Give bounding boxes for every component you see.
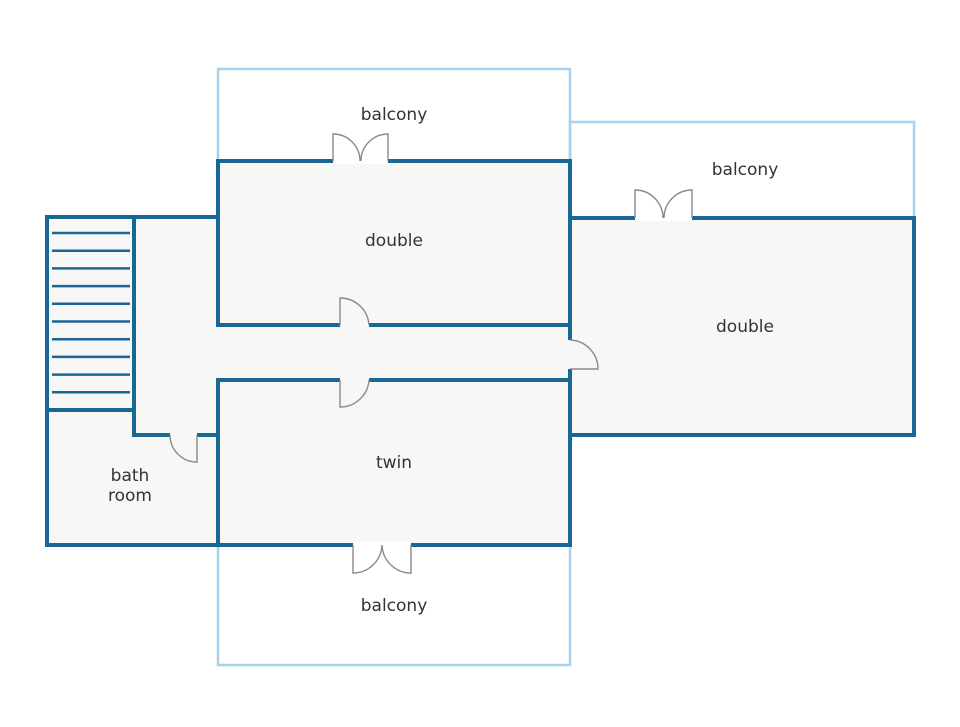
door-balcony-right[interactable]: [634, 189, 693, 221]
double-top-label: double: [365, 231, 423, 251]
door-bathroom[interactable]: [169, 432, 198, 463]
balcony-top-label: balcony: [361, 105, 428, 125]
bathroom-label-line2: room: [108, 486, 152, 506]
double-right-label: double: [716, 317, 774, 337]
door-twin[interactable]: [339, 377, 370, 408]
door-balcony-bottom[interactable]: [352, 542, 412, 574]
door-balcony-top[interactable]: [332, 133, 389, 164]
balcony-bottom-label: balcony: [361, 596, 428, 616]
staircase: [52, 231, 130, 394]
doors: [169, 133, 693, 574]
door-double-right[interactable]: [567, 339, 599, 370]
bathroom-label-line1: bath: [111, 466, 150, 486]
twin-label: twin: [376, 453, 412, 473]
door-double-top[interactable]: [339, 297, 370, 328]
balcony-right-label: balcony: [712, 160, 779, 180]
